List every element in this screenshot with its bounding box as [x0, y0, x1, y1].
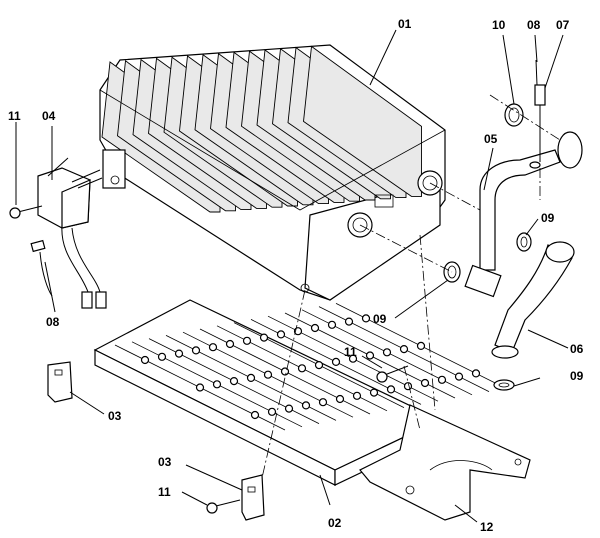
burner-nozzle: [327, 320, 337, 329]
screw-lower: [206, 499, 241, 514]
burner-nozzle: [246, 373, 256, 382]
burner-nozzle: [195, 383, 205, 392]
leader-lines: [15, 29, 569, 523]
callout-11-left: 11: [8, 109, 21, 123]
callout-08-lower: 08: [46, 315, 60, 329]
callout-02: 02: [328, 516, 342, 530]
burner-nozzle: [416, 341, 426, 350]
callout-09-lower: 09: [570, 369, 584, 383]
burner-nozzle: [403, 382, 413, 391]
callout-07: 07: [556, 18, 570, 32]
burner-nozzle: [174, 349, 184, 358]
callout-labels: 01 02 03 03 04 05 06 07 08 08 09 09 09 1…: [8, 17, 584, 534]
callout-03-lower: 03: [158, 455, 172, 469]
bracket-lower: [241, 474, 265, 521]
burner-nozzle: [140, 355, 150, 365]
callout-01: 01: [398, 17, 412, 31]
callout-06: 06: [570, 342, 584, 356]
burner-nozzle: [242, 336, 252, 345]
burner-nozzle: [297, 364, 307, 373]
callout-09-upper: 09: [541, 211, 555, 225]
burner-nozzle: [454, 372, 464, 381]
burner-nozzle: [365, 351, 375, 360]
burner-nozzle: [369, 388, 379, 397]
burner-nozzle: [157, 352, 167, 361]
callout-11-middle: 11: [344, 345, 357, 359]
burner-nozzle: [318, 398, 328, 407]
burner-nozzle: [437, 375, 447, 384]
burner-nozzle: [208, 343, 218, 352]
pipe-06: [491, 241, 575, 359]
gasket-lower-right: [493, 379, 515, 391]
o-ring-top: [504, 103, 524, 127]
callout-11-lower: 11: [158, 485, 171, 499]
burner-nozzle: [280, 367, 290, 376]
burner-nozzle: [301, 401, 311, 410]
callout-04: 04: [42, 109, 56, 123]
burner-nozzle: [331, 357, 341, 366]
burner-nozzle: [352, 391, 362, 400]
burner-nozzle: [335, 394, 345, 404]
burner-nozzle: [399, 345, 409, 354]
pipe-05: [464, 131, 583, 298]
burner-nozzle: [263, 370, 273, 379]
burner-nozzle: [382, 348, 392, 357]
callout-08-top: 08: [527, 18, 541, 32]
burner-nozzle: [310, 323, 320, 333]
burner-nozzle: [284, 404, 294, 413]
burner-nozzle: [212, 380, 222, 389]
sensor-lower-left: [30, 239, 53, 297]
burner-nozzle: [225, 339, 235, 349]
screw-middle: [376, 365, 409, 383]
burner-nozzle: [471, 369, 481, 378]
gasket-upper-right: [516, 232, 532, 252]
burner-nozzle: [267, 407, 277, 416]
burner-nozzle: [191, 346, 201, 355]
burner-nozzle: [344, 317, 354, 326]
callout-03-left: 03: [108, 409, 122, 423]
burner-nozzle: [361, 314, 371, 323]
bracket-left: [47, 361, 73, 403]
callout-09-center: 09: [373, 312, 387, 326]
burner-nozzle: [250, 410, 260, 420]
ignition-electrode: [37, 157, 107, 309]
callout-10: 10: [492, 18, 506, 32]
burner-nozzle: [386, 385, 396, 394]
burner-nozzle: [314, 361, 324, 370]
gas-manifold-plate: [359, 404, 531, 521]
temperature-probe: [534, 59, 546, 162]
screw-left: [9, 205, 43, 219]
burner-nozzle: [348, 354, 358, 363]
burner-nozzle: [276, 330, 286, 339]
callout-05: 05: [484, 132, 498, 146]
burner-nozzle: [420, 378, 430, 388]
burner-nozzle: [229, 377, 239, 386]
callout-12: 12: [480, 520, 494, 534]
burner-nozzle: [259, 333, 269, 342]
heat-exchanger: [99, 44, 446, 301]
alignment-lines: [261, 94, 561, 479]
